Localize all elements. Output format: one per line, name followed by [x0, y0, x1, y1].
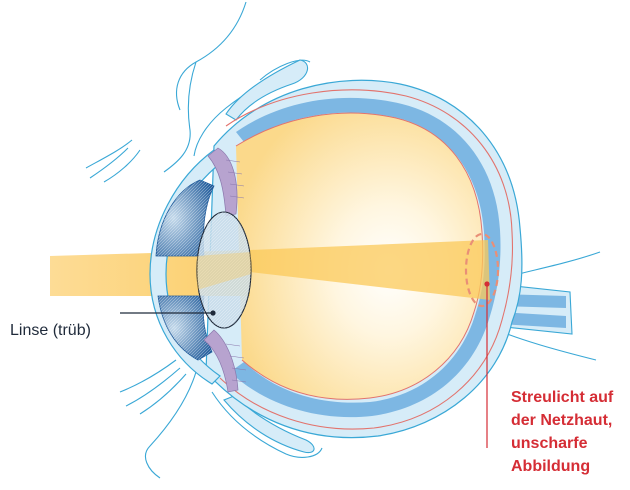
- scatter-label-line-1: Streulicht auf: [511, 386, 626, 409]
- scatter-light-label: Streulicht auf der Netzhaut, unscharfe A…: [511, 386, 626, 478]
- scatter-label-line-4: Abbildung: [511, 455, 626, 478]
- lens-label: Linse (trüb): [10, 322, 91, 340]
- scatter-label-line-2: der Netzhaut,: [511, 409, 626, 432]
- scatter-label-line-3: unscharfe: [511, 432, 626, 455]
